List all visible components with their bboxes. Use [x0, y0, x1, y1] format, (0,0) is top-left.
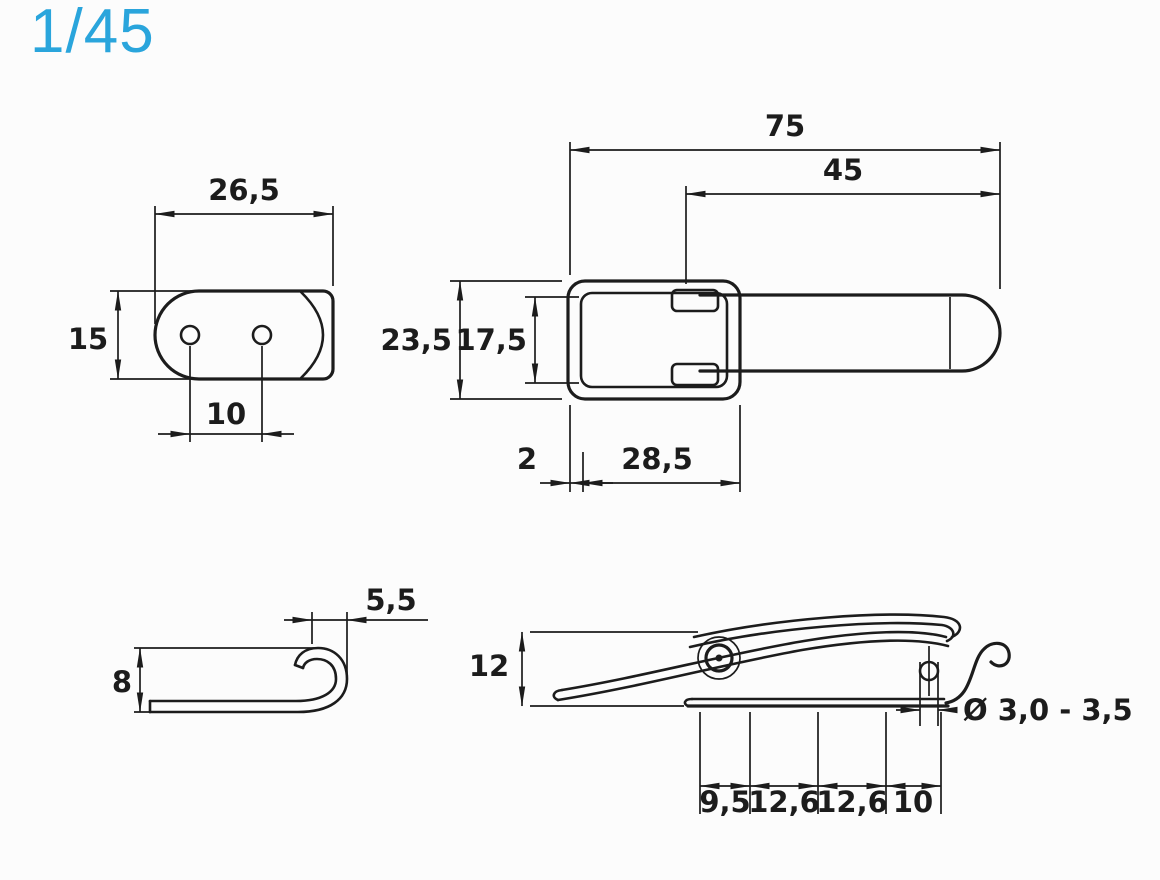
extension-lines	[110, 290, 192, 380]
dimension-plate-height: 15	[68, 290, 192, 380]
dim-label-spacing-1: 9,5	[699, 785, 750, 819]
view-counter-plate: 26,5 15 10	[68, 173, 335, 442]
dimension-outer-width: 23,5	[380, 280, 562, 400]
spring-arm-lower-edge	[556, 639, 950, 702]
view-latch-side: 12 Ø 3,0 - 3,5 9,5 12,6 12,6 10	[469, 613, 1133, 819]
dim-label-plate-hole-spacing: 10	[206, 397, 246, 431]
bail-hook-top	[670, 288, 720, 313]
hook-strip-outer	[148, 646, 349, 714]
extension-lines	[530, 631, 698, 707]
pivot-pin	[704, 643, 734, 673]
extension-lines	[919, 662, 939, 726]
dim-label-spacing-4: 10	[893, 785, 933, 819]
dimension-hook-height: 8	[112, 647, 316, 713]
dim-label-hook-height: 8	[112, 665, 132, 699]
extension-lines	[450, 280, 562, 400]
view-spring-hook: 8 5,5	[112, 583, 428, 714]
view-latch-top: 75 45 23,5 17,5 2	[380, 109, 1002, 492]
hook-strip-ends	[148, 663, 305, 714]
pivot-roll	[697, 636, 741, 680]
extension-lines	[569, 142, 1001, 289]
dimension-lever-length: 45	[685, 153, 1001, 284]
dim-label-overall-length: 75	[765, 109, 805, 143]
dimension-overall-length: 75	[569, 109, 1001, 289]
latch-frame-inner	[579, 291, 729, 389]
spring-arm-tip	[552, 688, 564, 702]
hook-strip-inner	[148, 657, 338, 703]
dim-label-lever-length: 45	[823, 153, 863, 187]
dim-label-plate-width: 26,5	[208, 173, 280, 207]
dim-label-spacing-2: 12,6	[748, 785, 820, 819]
bail-wire-hook	[944, 641, 1011, 705]
lever-top-edge	[692, 613, 962, 639]
latch-lever	[698, 293, 1002, 373]
bail-hook-bottom	[670, 362, 720, 387]
dim-label-thickness: 2	[517, 442, 537, 476]
plate-hole-left	[179, 324, 201, 346]
dimension-hook-depth: 5,5	[284, 583, 428, 674]
dim-label-inner-width: 17,5	[455, 323, 527, 357]
latch-frame-outer	[566, 279, 742, 401]
dim-label-plate-height: 15	[68, 322, 108, 356]
dimension-thickness-and-frame-length: 2 28,5	[517, 405, 741, 492]
dimension-hole-spacing-chain: 9,5 12,6 12,6 10	[699, 712, 942, 819]
dimension-plate-width: 26,5	[154, 173, 334, 324]
dim-label-hook-depth: 5,5	[365, 583, 416, 617]
plate-outline	[153, 289, 335, 381]
extension-lines	[699, 712, 942, 814]
extension-lines	[134, 647, 316, 713]
spring-arm-upper-edge	[560, 630, 948, 692]
dim-label-spacing-3: 12,6	[816, 785, 888, 819]
dimension-plate-hole-spacing: 10	[158, 346, 294, 442]
extension-lines	[525, 296, 579, 384]
dimension-inner-width: 17,5	[455, 296, 579, 384]
dimension-side-height: 12	[469, 631, 698, 707]
dim-label-outer-width: 23,5	[380, 323, 452, 357]
plate-bend-line	[299, 290, 325, 380]
pivot-center	[715, 654, 723, 662]
extension-lines	[189, 346, 263, 442]
dim-label-frame-length: 28,5	[621, 442, 693, 476]
image-counter: 1/45	[30, 0, 155, 66]
dim-label-side-height: 12	[469, 649, 509, 683]
base-plate-left-cap	[683, 697, 694, 708]
dimension-hole-diameter: Ø 3,0 - 3,5	[896, 662, 1133, 727]
dim-label-hole-diameter: Ø 3,0 - 3,5	[963, 693, 1133, 727]
lever-bottom-edge	[688, 621, 955, 649]
plate-hole-right	[251, 324, 273, 346]
extension-lines	[154, 206, 334, 324]
